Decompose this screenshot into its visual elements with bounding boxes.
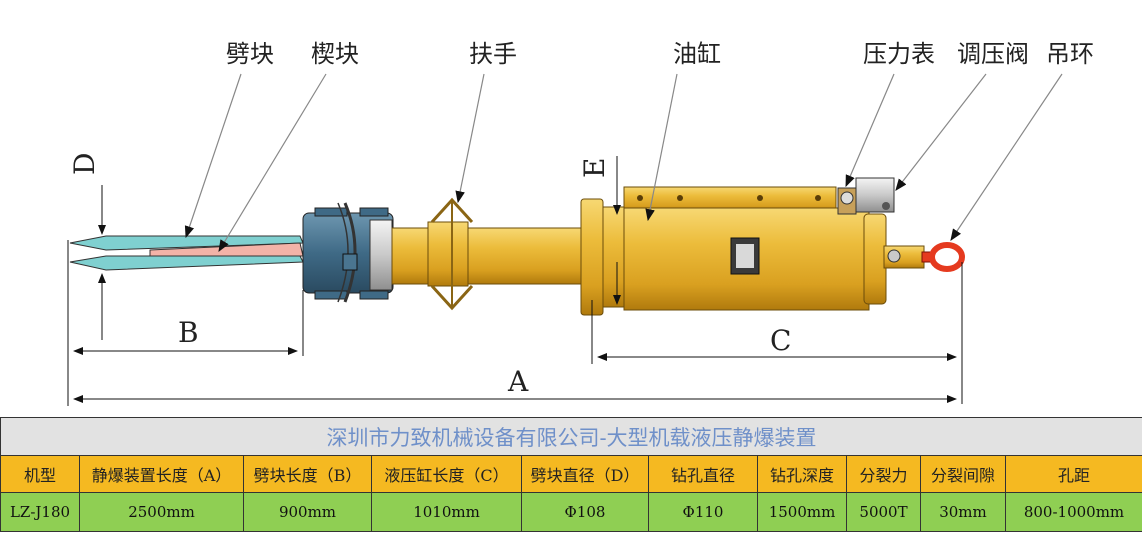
label-handle: 扶手: [469, 40, 517, 68]
value-cell: 1500mm: [757, 492, 847, 532]
header-cell: 钻孔直径: [648, 455, 758, 493]
header-cell: 分裂力: [846, 455, 921, 493]
header-cell: 孔距: [1005, 455, 1142, 493]
value-cell: 1010mm: [371, 492, 522, 532]
value-cell: 5000T: [846, 492, 921, 532]
header-cell: 钻孔深度: [757, 455, 847, 493]
pressure-valve: [855, 177, 895, 213]
table-row: LZ-J180 2500mm 900mm 1010mm Φ108 Φ110 15…: [0, 492, 1142, 532]
pressure-gauge: [837, 187, 857, 215]
label-splitter: 劈块: [226, 40, 274, 68]
piston-rod: [467, 227, 584, 285]
header-cell: 劈块直径（D）: [521, 455, 649, 493]
hydraulic-splitter-diagram: 劈块 楔块 扶手 油缸 压力表 调压阀 吊环 B C A D E: [67, 40, 1094, 406]
spec-table: 深圳市力致机械设备有限公司-大型机载液压静爆装置 机型 静爆装置长度（A） 劈块…: [0, 417, 1142, 532]
value-cell: 2500mm: [79, 492, 244, 532]
header-cell: 分裂间隙: [920, 455, 1006, 493]
table-title: 深圳市力致机械设备有限公司-大型机载液压静爆装置: [0, 417, 1142, 456]
value-cell: LZ-J180: [0, 492, 80, 532]
dim-a: A: [507, 365, 529, 398]
dim-b: B: [178, 316, 199, 349]
header-cell: 机型: [0, 455, 80, 493]
header-cell: 液压缸长度（C）: [371, 455, 522, 493]
table-header-row: 机型 静爆装置长度（A） 劈块长度（B） 液压缸长度（C） 劈块直径（D） 钻孔…: [0, 455, 1142, 493]
label-valve: 调压阀: [957, 40, 1029, 68]
eye-bolt: [921, 242, 965, 272]
label-ring: 吊环: [1046, 40, 1094, 68]
header-cell: 劈块长度（B）: [243, 455, 372, 493]
value-cell: 800-1000mm: [1005, 492, 1142, 532]
splitter-block: [69, 235, 304, 271]
dim-c: C: [770, 324, 791, 357]
label-gauge: 压力表: [863, 40, 935, 68]
nameplate-icon: [730, 237, 760, 275]
value-cell: Φ108: [521, 492, 649, 532]
steel-head: [302, 202, 394, 303]
handle-ring: [391, 197, 474, 311]
value-cell: 30mm: [920, 492, 1006, 532]
dim-d: D: [68, 153, 101, 175]
label-cylinder: 油缸: [673, 40, 721, 68]
value-cell: 900mm: [243, 492, 372, 532]
label-wedge: 楔块: [311, 40, 359, 68]
dim-e: E: [578, 158, 611, 178]
header-cell: 静爆装置长度（A）: [79, 455, 244, 493]
value-cell: Φ110: [648, 492, 758, 532]
